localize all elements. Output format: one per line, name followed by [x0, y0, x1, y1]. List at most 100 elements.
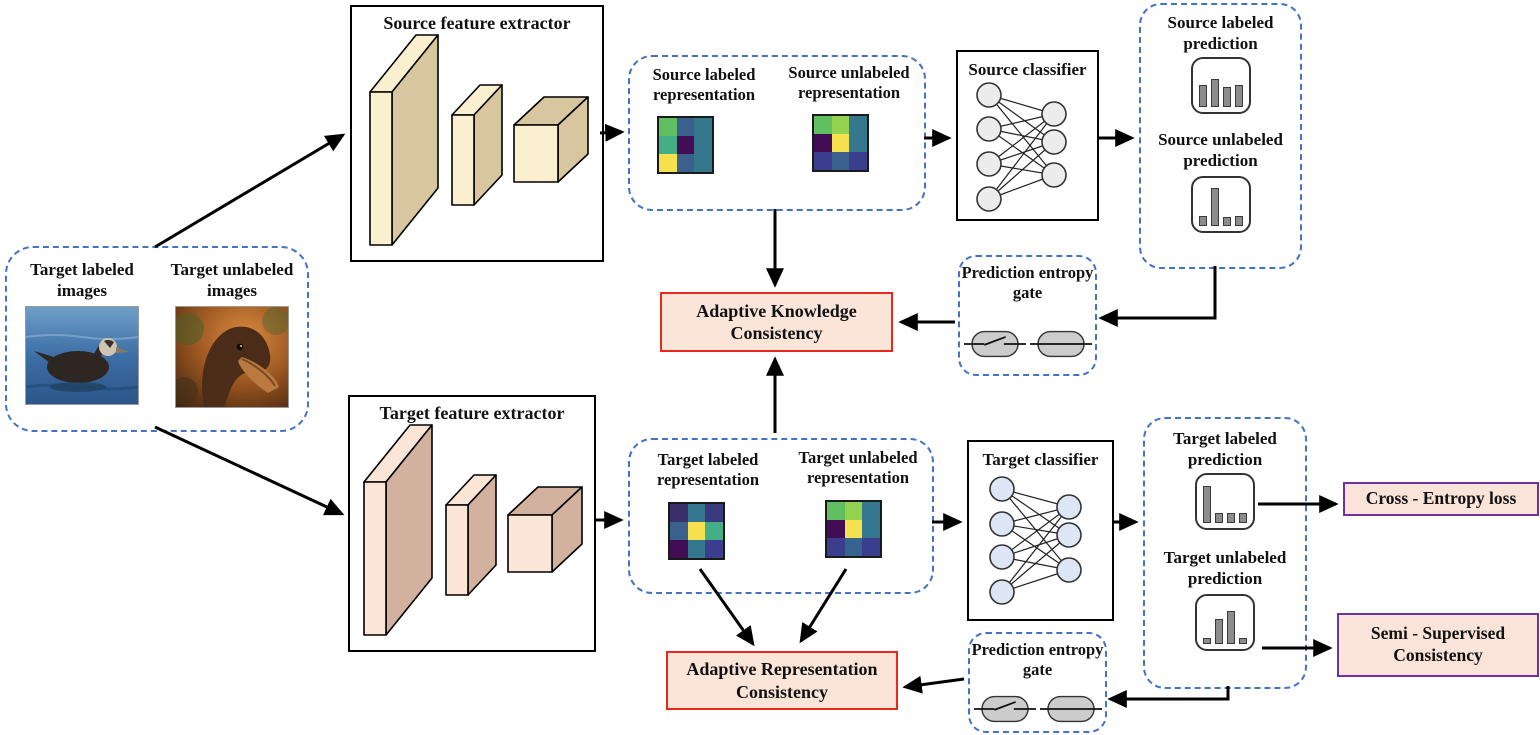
- source-prediction-box: Source labeled prediction Source unlabel…: [1139, 3, 1302, 269]
- heatmap-cell: [705, 522, 723, 540]
- target-feature-extractor-title: Target feature extractor: [379, 403, 565, 423]
- target-classifier-box: Target classifier: [967, 440, 1114, 621]
- prediction-bar: [1215, 513, 1223, 524]
- heatmap-cell: [676, 136, 695, 154]
- prediction-bar: [1198, 216, 1207, 226]
- heatmap-cell: [694, 136, 712, 154]
- gate-closed-icon: [1039, 695, 1102, 723]
- heatmap-cell: [694, 154, 712, 172]
- target-unlabeled-representation-label: Target unlabeled representation: [798, 448, 918, 488]
- heatmap-cell: [827, 538, 845, 556]
- target-unlabeled-heatmap: [825, 500, 882, 558]
- source-unlabeled-heatmap: [812, 114, 869, 172]
- target-unlabeled-image: [175, 306, 289, 409]
- prediction-bar: [1203, 485, 1211, 524]
- heatmap-cell: [862, 520, 880, 538]
- heatmap-cell: [827, 520, 845, 538]
- source-unlabeled-prediction-icon: [1190, 175, 1251, 233]
- heatmap-cell: [659, 118, 677, 136]
- prediction-entropy-gate-bottom-box: Prediction entropy gate: [968, 632, 1107, 733]
- heatmap-cell: [659, 154, 677, 172]
- heatmap-cell: [670, 540, 688, 558]
- target-unlabeled-prediction-label: Target unlabeled prediction: [1163, 548, 1287, 589]
- prediction-bar: [1227, 513, 1235, 524]
- prediction-bar: [1239, 513, 1247, 524]
- source-conv-blocks-icon: [369, 34, 589, 246]
- target-unlabeled-prediction-icon: [1195, 593, 1255, 651]
- gate-open-icon: [963, 330, 1026, 358]
- heatmap-cell: [659, 136, 677, 154]
- heatmap-cell: [687, 540, 706, 558]
- target-labeled-images-label: Target labeled images: [30, 260, 134, 300]
- target-labeled-heatmap: [668, 502, 725, 560]
- prediction-entropy-gate-top-box: Prediction entropy gate: [958, 255, 1097, 376]
- heatmap-cell: [831, 116, 850, 134]
- prediction-entropy-gate-bottom-label: Prediction entropy gate: [971, 640, 1104, 679]
- heatmap-cell: [844, 502, 863, 520]
- target-classifier-title: Target classifier: [982, 450, 1099, 469]
- heatmap-cell: [862, 502, 880, 520]
- source-unlabeled-representation-label: Source unlabeled representation: [788, 63, 910, 103]
- prediction-bar: [1215, 619, 1223, 644]
- prediction-bar: [1234, 215, 1243, 226]
- prediction-bar: [1222, 86, 1231, 108]
- heatmap-cell: [831, 134, 850, 152]
- heatmap-cell: [694, 118, 712, 136]
- heatmap-cell: [814, 134, 832, 152]
- heatmap-cell: [670, 522, 688, 540]
- prediction-bar: [1227, 611, 1235, 644]
- heatmap-cell: [844, 520, 863, 538]
- prediction-bar: [1203, 637, 1211, 644]
- target-labeled-image: [25, 306, 139, 406]
- heatmap-cell: [705, 504, 723, 522]
- source-labeled-representation-label: Source labeled representation: [652, 65, 756, 105]
- target-feature-extractor-box: Target feature extractor: [348, 395, 596, 652]
- source-classifier-box: Source classifier: [956, 50, 1099, 221]
- target-conv-blocks-icon: [363, 424, 583, 636]
- heatmap-cell: [670, 504, 688, 522]
- adaptive-knowledge-consistency-box: Adaptive Knowledge Consistency: [660, 292, 893, 352]
- heatmap-cell: [676, 118, 695, 136]
- source-labeled-heatmap: [657, 116, 714, 174]
- source-labeled-prediction-label: Source labeled prediction: [1167, 13, 1274, 53]
- heatmap-cell: [862, 538, 880, 556]
- target-labeled-prediction-icon: [1195, 473, 1255, 531]
- target-prediction-box: Target labeled prediction Target unlabel…: [1143, 417, 1307, 689]
- prediction-bar: [1210, 79, 1219, 108]
- heatmap-cell: [814, 116, 832, 134]
- heatmap-cell: [705, 540, 723, 558]
- cross-entropy-loss-box: Cross - Entropy loss: [1343, 482, 1539, 516]
- source-representation-box: Source labeled representation Source unl…: [628, 55, 926, 211]
- heatmap-cell: [849, 134, 867, 152]
- prediction-bar: [1234, 85, 1243, 108]
- gate-closed-icon: [1029, 330, 1092, 358]
- prediction-bar: [1198, 85, 1207, 108]
- semi-supervised-consistency-box: Semi - Supervised Consistency: [1337, 613, 1539, 677]
- adaptive-representation-consistency-box: Adaptive Representation Consistency: [666, 651, 898, 710]
- heatmap-cell: [676, 154, 695, 172]
- heatmap-cell: [687, 504, 706, 522]
- source-classifier-network-icon: [976, 82, 1067, 212]
- prediction-entropy-gate-top-label: Prediction entropy gate: [961, 263, 1094, 302]
- target-classifier-network-icon: [989, 476, 1082, 605]
- heatmap-cell: [849, 116, 867, 134]
- heatmap-cell: [827, 502, 845, 520]
- prediction-bar: [1239, 637, 1247, 644]
- prediction-bar: [1210, 188, 1219, 226]
- heatmap-cell: [687, 522, 706, 540]
- heatmap-cell: [814, 152, 832, 170]
- source-feature-extractor-box: Source feature extractor: [350, 5, 604, 262]
- target-images-box: Target labeled images Targe: [5, 246, 309, 432]
- target-unlabeled-images-label: Target unlabeled images: [170, 260, 294, 300]
- gate-open-icon: [973, 695, 1036, 723]
- heatmap-cell: [849, 152, 867, 170]
- target-labeled-representation-label: Target labeled representation: [656, 450, 760, 490]
- source-unlabeled-prediction-label: Source unlabeled prediction: [1158, 130, 1283, 171]
- target-labeled-prediction-label: Target labeled prediction: [1173, 429, 1277, 469]
- heatmap-cell: [831, 152, 850, 170]
- target-representation-box: Target labeled representation Target unl…: [628, 438, 934, 594]
- source-classifier-title: Source classifier: [968, 60, 1087, 79]
- prediction-bar: [1222, 217, 1231, 226]
- source-labeled-prediction-icon: [1190, 57, 1251, 115]
